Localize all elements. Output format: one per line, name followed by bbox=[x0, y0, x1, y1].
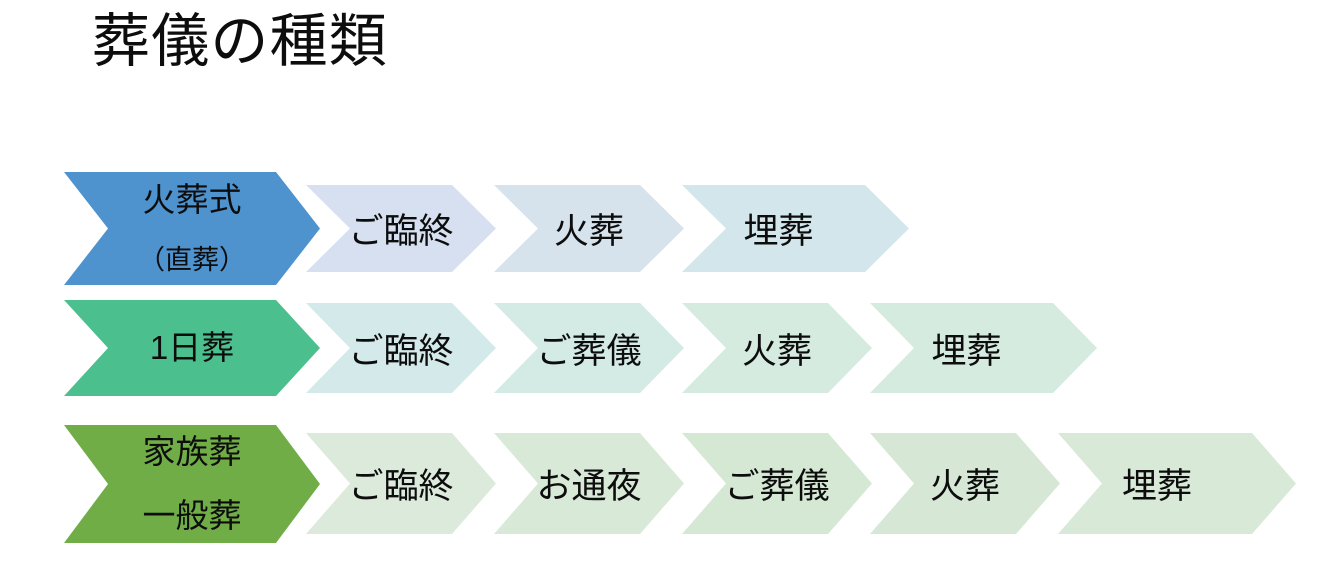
step-chevron-5[interactable]: 埋葬 bbox=[1058, 433, 1296, 534]
category-line-2: （直葬） bbox=[138, 244, 246, 275]
category-line-1: 1日葬 bbox=[149, 329, 235, 367]
step-label: お通夜 bbox=[536, 467, 642, 506]
step-label: 火葬 bbox=[741, 331, 812, 371]
page-title: 葬儀の種類 bbox=[92, 9, 388, 74]
step-label: ご臨終 bbox=[348, 331, 454, 371]
step-label: ご葬儀 bbox=[724, 467, 830, 506]
step-chevron-4[interactable]: 埋葬 bbox=[870, 303, 1097, 393]
flow-row-kazokusou: 家族葬 一般葬 ご臨終 お通夜 ご葬儀 火葬 埋葬 bbox=[0, 420, 1318, 545]
step-chevron-1[interactable]: ご臨終 bbox=[306, 433, 496, 534]
step-chevron-4[interactable]: 火葬 bbox=[870, 433, 1060, 534]
step-label: ご葬儀 bbox=[536, 331, 642, 371]
category-chevron-ichinichisou[interactable]: 1日葬 bbox=[64, 300, 320, 396]
step-chevron-1[interactable]: ご臨終 bbox=[306, 303, 496, 393]
step-chevron-3[interactable]: 火葬 bbox=[682, 303, 872, 393]
step-label: ご臨終 bbox=[348, 212, 454, 251]
category-line-1: 火葬式 bbox=[142, 181, 242, 218]
step-label: ご臨終 bbox=[348, 467, 454, 506]
step-chevron-3[interactable]: 埋葬 bbox=[682, 185, 909, 272]
step-chevron-2[interactable]: お通夜 bbox=[494, 433, 684, 534]
flow-row-kasoshiki: 火葬式 （直葬） ご臨終 火葬 埋葬 bbox=[0, 165, 1318, 290]
category-label: 火葬式 （直葬） bbox=[138, 181, 246, 276]
step-chevron-3[interactable]: ご葬儀 bbox=[682, 433, 872, 534]
flow-row-ichinichisou: 1日葬 ご臨終 ご葬儀 火葬 埋葬 bbox=[0, 296, 1318, 396]
step-label: 火葬 bbox=[553, 212, 624, 251]
category-chevron-kazokusou[interactable]: 家族葬 一般葬 bbox=[64, 425, 320, 543]
category-line-1: 家族葬 bbox=[142, 433, 242, 471]
step-label: 埋葬 bbox=[743, 212, 814, 251]
category-label: 家族葬 一般葬 bbox=[143, 433, 242, 535]
step-label: 埋葬 bbox=[1121, 467, 1192, 506]
category-line-2: 一般葬 bbox=[142, 497, 242, 534]
category-chevron-kasoshiki[interactable]: 火葬式 （直葬） bbox=[64, 172, 320, 285]
step-label: 埋葬 bbox=[931, 331, 1002, 371]
category-label: 1日葬 bbox=[150, 329, 234, 367]
step-label: 火葬 bbox=[929, 467, 1000, 506]
step-chevron-2[interactable]: 火葬 bbox=[494, 185, 684, 272]
step-chevron-1[interactable]: ご臨終 bbox=[306, 185, 496, 272]
step-chevron-2[interactable]: ご葬儀 bbox=[494, 303, 684, 393]
